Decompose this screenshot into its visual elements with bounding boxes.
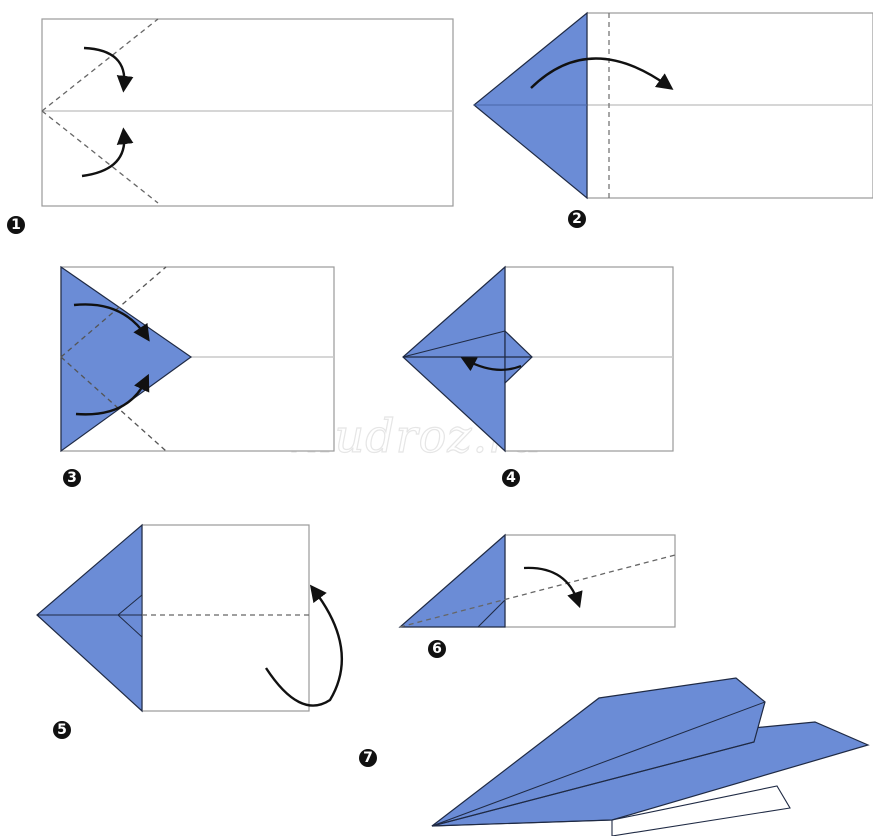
step-6-folded-half bbox=[398, 533, 506, 628]
step-4-paper-sheet bbox=[504, 266, 674, 452]
step-3-figure bbox=[60, 265, 335, 453]
step-2-badge-circle bbox=[568, 210, 586, 228]
step-7-number: 7 bbox=[363, 750, 373, 766]
step-6-fold-wing-arrow bbox=[523, 566, 583, 609]
step-5-badge-circle bbox=[53, 721, 71, 739]
step-5-figure bbox=[36, 523, 344, 713]
step-1-fold-up-arrow bbox=[81, 127, 134, 178]
step-3-badge-circle bbox=[63, 469, 81, 487]
step-4-fold-back-arrow bbox=[460, 357, 522, 372]
step-6-paper-sheet bbox=[504, 534, 676, 628]
step-5-paper-sheet bbox=[141, 524, 310, 712]
step-2-number: 2 bbox=[572, 211, 582, 227]
step-3-number: 3 bbox=[67, 470, 77, 486]
step-2-badge: 2 bbox=[568, 210, 586, 228]
step-7-wing-crease bbox=[431, 741, 755, 827]
step-2-fold-over-arrow bbox=[530, 57, 674, 90]
step-4-number: 4 bbox=[506, 470, 516, 486]
step-3-bottom-fold-line bbox=[60, 356, 167, 452]
step-4-upper-crease bbox=[402, 330, 506, 358]
step-4-badge-circle bbox=[502, 469, 520, 487]
step-6-badge: 6 bbox=[428, 640, 446, 658]
step-1-fold-down-arrow bbox=[83, 46, 134, 93]
step-5-fold-under-arrow bbox=[264, 584, 344, 707]
step-7-badge-circle bbox=[359, 749, 377, 767]
step-2-figure bbox=[473, 11, 873, 200]
step-5-tucked-tip bbox=[117, 593, 143, 639]
step-6-wing-fold-line bbox=[399, 554, 676, 628]
step-3-badge: 3 bbox=[63, 469, 81, 487]
step-1-top-fold-line bbox=[41, 18, 159, 112]
step-3-fold-down-arrow bbox=[73, 303, 150, 342]
step-6-badge-circle bbox=[428, 640, 446, 658]
step-5-number: 5 bbox=[57, 722, 67, 738]
step-7-upper-crease bbox=[431, 701, 766, 827]
step-7-keel-line bbox=[431, 819, 613, 827]
step-5-badge: 5 bbox=[53, 721, 71, 739]
step-3-fold-up-arrow bbox=[75, 373, 150, 416]
step-1-paper-sheet bbox=[41, 18, 454, 207]
step-6-number: 6 bbox=[432, 641, 442, 657]
step-7-figure bbox=[431, 677, 870, 836]
step-7-fuselage-underside bbox=[611, 785, 791, 836]
step-1-badge: 1 bbox=[7, 216, 25, 234]
step-1-badge-circle bbox=[7, 216, 25, 234]
step-1-bottom-fold-line bbox=[41, 110, 159, 204]
step-4-figure bbox=[402, 265, 674, 453]
step-6-inner-crease bbox=[477, 599, 506, 628]
step-7-badge: 7 bbox=[359, 749, 377, 767]
step-1-number: 1 bbox=[11, 217, 21, 233]
step-4-badge: 4 bbox=[502, 469, 520, 487]
step-6-figure bbox=[398, 533, 676, 628]
step-1-figure bbox=[41, 18, 454, 207]
